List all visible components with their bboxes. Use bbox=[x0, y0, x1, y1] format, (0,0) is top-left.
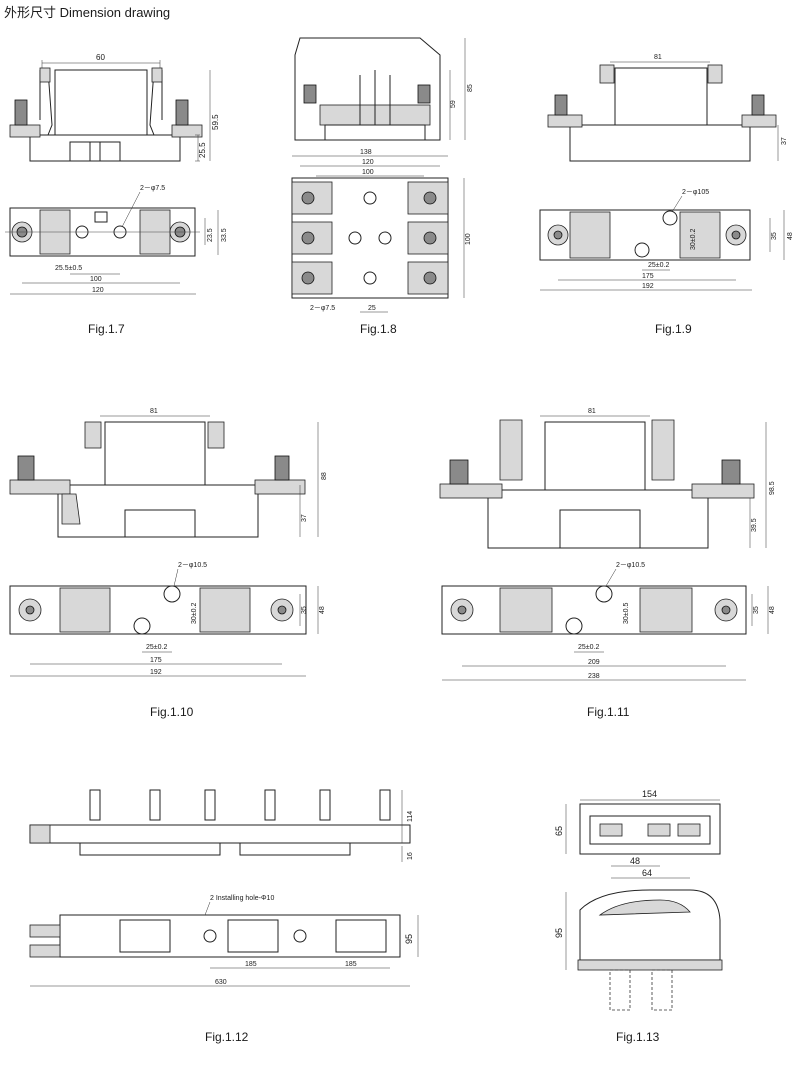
figure-1-11-drawing: 81 98.5 39.5 2－φ10.5 30±0.5 35 48 25±0.2… bbox=[439, 408, 776, 681]
dim-holes: 2－φ105 bbox=[682, 189, 709, 196]
figure-1-12-drawing: 114 16 2 Installing hole-Φ10 95 185 185 … bbox=[29, 789, 419, 987]
dim-height-a: 59.5 bbox=[211, 114, 220, 130]
caption-fig-1-11: Fig.1.11 bbox=[587, 705, 630, 719]
dim-pitch: 25±0.2 bbox=[578, 644, 599, 651]
dim-top-width: 81 bbox=[654, 54, 662, 61]
dim-pitch2: 185 bbox=[345, 961, 357, 968]
dim-tol: 30±0.2 bbox=[191, 603, 198, 624]
dim-total: 238 bbox=[588, 673, 600, 680]
dim-h2: 48 bbox=[769, 606, 776, 614]
dim-pitch: 25±0.2 bbox=[648, 262, 669, 269]
caption-fig-1-13: Fig.1.13 bbox=[616, 1030, 660, 1044]
dim-inner2: 64 bbox=[642, 868, 652, 878]
dim-top-width: 81 bbox=[588, 408, 596, 415]
figure-1-7: 60 59.5 25.5 2－φ7.5 23. bbox=[0, 40, 250, 350]
dim-h1: 59 bbox=[450, 100, 457, 108]
dim-tol: 30±0.2 bbox=[690, 229, 697, 250]
dim-w2: 100 bbox=[362, 169, 374, 176]
dim-h-total: 88 bbox=[321, 472, 328, 480]
dim-height: 37 bbox=[781, 137, 788, 145]
dim-h2: 33.5 bbox=[221, 228, 228, 242]
dim-holes: 2－φ10.5 bbox=[616, 562, 645, 569]
dim-total: 192 bbox=[150, 669, 162, 676]
dim-span: 175 bbox=[642, 273, 654, 280]
dim-height: 100 bbox=[465, 233, 472, 245]
dim-h2: 48 bbox=[319, 606, 326, 614]
dim-h-low: 16 bbox=[407, 852, 414, 860]
dim-inner1: 48 bbox=[630, 856, 640, 866]
dim-holes: 2－φ10.5 bbox=[178, 562, 207, 569]
dim-side-h: 95 bbox=[554, 928, 564, 938]
dim-h1: 35 bbox=[771, 232, 778, 240]
dim-top-width: 60 bbox=[96, 53, 105, 62]
dim-pitch: 25 bbox=[368, 305, 376, 312]
figure-1-10-drawing: 81 88 37 2－φ10.5 30±0.2 35 48 25±0.2 bbox=[9, 408, 328, 677]
dim-total: 630 bbox=[215, 979, 227, 986]
figure-1-11: 81 98.5 39.5 2－φ10.5 30±0.5 35 48 25±0.2… bbox=[430, 400, 800, 730]
dim-h2: 48 bbox=[787, 232, 794, 240]
figure-1-13: 154 65 48 64 95 Fig.1.13 bbox=[540, 780, 800, 1050]
figure-1-8: 59 85 138 120 100 100 25 2－φ7.5 Fig.1.8 bbox=[280, 30, 490, 350]
dim-span: 100 bbox=[90, 276, 102, 283]
figure-1-13-drawing: 154 65 48 64 95 bbox=[554, 789, 723, 1011]
figure-1-12: 114 16 2 Installing hole-Φ10 95 185 185 … bbox=[0, 780, 440, 1050]
figure-1-9: 81 37 2－φ105 30±0.2 35 48 25±0.2 175 192… bbox=[530, 40, 800, 350]
dim-w1: 120 bbox=[362, 159, 374, 166]
dim-tol: 30±0.5 bbox=[623, 603, 630, 624]
dim-height: 65 bbox=[554, 826, 564, 836]
dim-hole-tol: 25.5±0.5 bbox=[55, 265, 82, 272]
dim-holes: 2－φ7.5 bbox=[310, 305, 335, 312]
dim-h-top: 114 bbox=[407, 811, 414, 822]
dim-h-base: 37 bbox=[301, 514, 308, 522]
dim-h1: 35 bbox=[753, 606, 760, 614]
dim-h-total: 98.5 bbox=[769, 481, 776, 495]
dim-total: 120 bbox=[92, 287, 104, 294]
caption-fig-1-8: Fig.1.8 bbox=[360, 322, 397, 336]
dim-hole-note: 2 Installing hole-Φ10 bbox=[210, 895, 274, 902]
dim-span: 209 bbox=[588, 659, 600, 666]
dim-pitch1: 185 bbox=[245, 961, 257, 968]
caption-fig-1-12: Fig.1.12 bbox=[205, 1030, 249, 1044]
dim-cover-width: 138 bbox=[360, 149, 372, 156]
dim-pitch: 25±0.2 bbox=[146, 644, 167, 651]
figure-1-9-drawing: 81 37 2－φ105 30±0.2 35 48 25±0.2 175 192 bbox=[539, 54, 794, 291]
dim-h-plan: 95 bbox=[404, 934, 414, 944]
dim-h1: 23.5 bbox=[207, 228, 214, 242]
dim-holes: 2－φ7.5 bbox=[140, 185, 165, 192]
dim-height-b: 25.5 bbox=[198, 142, 207, 158]
dim-top-width: 81 bbox=[150, 408, 158, 415]
dim-total: 192 bbox=[642, 283, 654, 290]
figure-1-10: 81 88 37 2－φ10.5 30±0.2 35 48 25±0.2 bbox=[0, 400, 340, 730]
page-title: 外形尺寸 Dimension drawing bbox=[4, 5, 171, 20]
figure-1-8-drawing: 59 85 138 120 100 100 25 2－φ7.5 bbox=[291, 37, 474, 313]
figure-1-7-drawing: 60 59.5 25.5 2－φ7.5 23. bbox=[5, 53, 228, 295]
caption-fig-1-7: Fig.1.7 bbox=[88, 322, 125, 336]
dim-h-base: 39.5 bbox=[751, 518, 758, 532]
caption-fig-1-10: Fig.1.10 bbox=[150, 705, 194, 719]
caption-fig-1-9: Fig.1.9 bbox=[655, 322, 692, 336]
dim-span: 175 bbox=[150, 657, 162, 664]
dim-width: 154 bbox=[642, 789, 657, 799]
dim-h1: 35 bbox=[301, 606, 308, 614]
dim-h2: 85 bbox=[467, 84, 474, 92]
